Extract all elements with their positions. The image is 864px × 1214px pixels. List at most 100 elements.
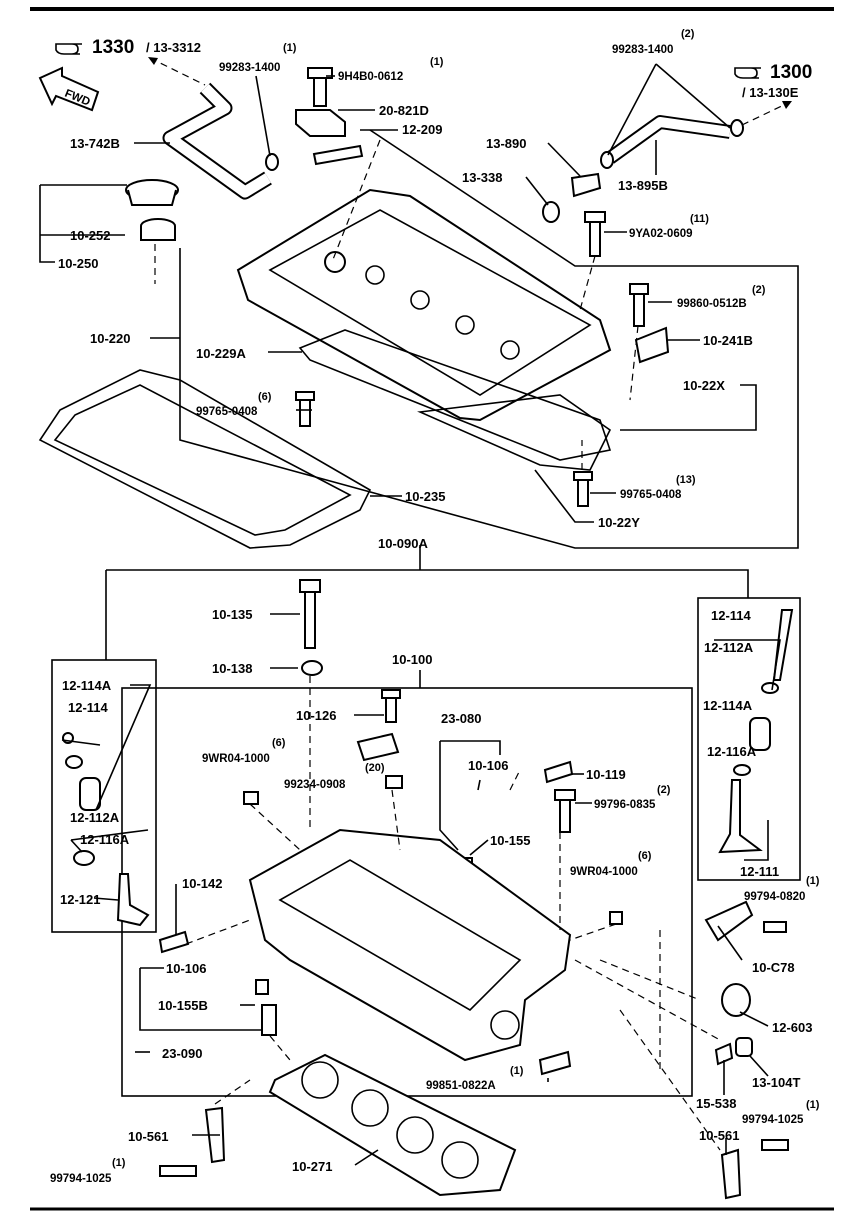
cylinder-head-10-100[interactable]	[248, 828, 572, 1062]
retainer-12-114A[interactable]	[65, 755, 83, 769]
grommet-13-338[interactable]	[542, 201, 560, 223]
label-10-100[interactable]: 10-100	[392, 652, 432, 667]
exhaust-valve-12-111[interactable]	[718, 779, 763, 854]
label-10-22Y[interactable]: 10-22Y	[598, 515, 640, 530]
label-10-C78[interactable]: 10-C78	[752, 960, 795, 975]
label-20-821D[interactable]: 20-821D	[379, 103, 429, 118]
label-10-250[interactable]: 10-250	[58, 256, 98, 271]
label-10-135[interactable]: 10-135	[212, 607, 252, 622]
label-12-114A-l[interactable]: 12-114A	[62, 678, 112, 693]
label-12-112A-r[interactable]: 12-112A	[704, 640, 754, 655]
label-13-104T[interactable]: 13-104T	[752, 1075, 800, 1090]
label-10-106-a[interactable]: 10-106	[468, 758, 508, 773]
label-12-209[interactable]: 12-209	[402, 122, 442, 137]
label-12-116A-r[interactable]: 12-116A	[707, 744, 757, 759]
label-10-22X[interactable]: 10-22X	[683, 378, 725, 393]
label-99283-1400-a[interactable]: 99283-1400	[219, 62, 280, 74]
label-23-080[interactable]: 23-080	[441, 711, 481, 726]
ref-1330[interactable]: 1330 / 13-3312	[55, 37, 201, 58]
label-10-561-r[interactable]: 10-561	[699, 1128, 739, 1143]
intake-valve-12-121[interactable]	[116, 873, 150, 927]
clamp-99283-1400-a[interactable]	[600, 151, 614, 169]
label-13-890[interactable]: 13-890	[486, 136, 526, 151]
plug-9WR04-1000-a[interactable]	[243, 791, 259, 805]
seal-r[interactable]	[733, 764, 751, 776]
hanger-10-561-r[interactable]	[720, 1148, 742, 1200]
label-99794-1025-r[interactable]: 99794-1025	[742, 1114, 804, 1126]
label-12-112A-l[interactable]: 12-112A	[70, 810, 120, 825]
label-99794-1025-l[interactable]: 99794-1025	[50, 1173, 112, 1185]
label-12-121[interactable]: 12-121	[60, 892, 100, 907]
bracket-10-241B[interactable]	[634, 326, 670, 364]
label-13-895B[interactable]: 13-895B	[618, 178, 668, 193]
cam-cap[interactable]	[356, 732, 400, 762]
stud-10-119[interactable]	[543, 760, 574, 784]
gasket-10-22Y[interactable]	[417, 394, 612, 471]
cover-gasket-10-235[interactable]	[38, 369, 372, 549]
label-13-338[interactable]: 13-338	[462, 170, 502, 185]
label-10-561-l[interactable]: 10-561	[128, 1129, 168, 1144]
label-99283-1400-b[interactable]: 99283-1400	[612, 44, 673, 56]
plug-9WR04-1000-b[interactable]	[609, 911, 623, 925]
label-99234-0908[interactable]: 99234-0908	[284, 779, 346, 791]
cylinder-head-cover[interactable]	[236, 188, 612, 422]
gasket-10-229A[interactable]	[298, 329, 612, 461]
label-13-742B[interactable]: 13-742B	[70, 136, 120, 151]
label-10-106-b[interactable]: 10-106	[166, 961, 206, 976]
label-12-114A-r[interactable]: 12-114A	[703, 698, 753, 713]
label-23-090[interactable]: 23-090	[162, 1046, 202, 1061]
label-10-271[interactable]: 10-271	[292, 1159, 332, 1174]
label-99794-0820[interactable]: 99794-0820	[744, 891, 805, 903]
label-99860-0512B[interactable]: 99860-0512B	[677, 298, 747, 310]
bolt-99794-0820[interactable]	[763, 921, 787, 933]
bolt-99796-0835[interactable]	[559, 795, 571, 833]
bolt-99860-0512B[interactable]	[633, 289, 645, 327]
washer-10-138[interactable]	[301, 660, 323, 676]
clamp-15-538[interactable]	[714, 1042, 734, 1066]
label-10-090A[interactable]: 10-090A	[378, 536, 428, 551]
label-10-142[interactable]: 10-142	[182, 876, 222, 891]
ref-1300[interactable]: 1300 / 13-130E	[734, 62, 812, 100]
bracket-20-821D[interactable]	[295, 109, 346, 137]
seal-12-116A[interactable]	[73, 850, 95, 866]
bolt-99794-1025-l[interactable]	[159, 1165, 197, 1177]
bolt-99765-0408-b[interactable]	[577, 477, 589, 507]
bolt-99794-1025-r[interactable]	[761, 1139, 789, 1151]
label-15-538[interactable]: 15-538	[696, 1096, 736, 1111]
label-10-119[interactable]: 10-119	[586, 767, 626, 782]
clamp-99283-1400-b[interactable]	[730, 119, 744, 137]
label-12-603[interactable]: 12-603	[772, 1020, 812, 1035]
valve-spring-12-112A[interactable]	[79, 777, 101, 811]
label-10-241B[interactable]: 10-241B	[703, 333, 753, 348]
label-9WR04-1000-a[interactable]: 9WR04-1000	[202, 753, 270, 765]
bolt-99765-0408-a[interactable]	[299, 397, 311, 427]
label-99851-0822A[interactable]: 99851-0822A	[426, 1080, 496, 1092]
head-gasket-10-271[interactable]	[268, 1053, 517, 1197]
label-12-116A-l[interactable]: 12-116A	[80, 832, 130, 847]
valve-spring-r[interactable]	[749, 717, 771, 751]
label-10-229A[interactable]: 10-229A	[196, 346, 246, 361]
stud-99851-0822A[interactable]	[538, 1050, 572, 1076]
head-bolt-10-135[interactable]	[304, 589, 316, 649]
label-9H4B0-0612[interactable]: 9H4B0-0612	[338, 71, 403, 83]
bolt-99234-0908[interactable]	[385, 775, 403, 789]
bolt-9YA02-0609[interactable]	[589, 217, 601, 257]
valve-keeper-12-114-r[interactable]	[772, 609, 794, 681]
label-12-209[interactable]	[312, 144, 364, 166]
label-10-235[interactable]: 10-235	[405, 489, 445, 504]
lash-adjuster-10-155B[interactable]	[255, 979, 269, 995]
hydraulic-lifter-23-090[interactable]	[261, 1004, 277, 1036]
bracket-10-C78[interactable]	[704, 900, 754, 942]
seal-12-603[interactable]	[721, 983, 751, 1017]
clamp-99283-1400-left[interactable]	[265, 153, 279, 171]
label-9WR04-1000-b[interactable]: 9WR04-1000	[570, 866, 638, 878]
label-9YA02-0609[interactable]: 9YA02-0609	[629, 228, 693, 240]
label-10-155B[interactable]: 10-155B	[158, 998, 208, 1013]
label-12-114-l[interactable]: 12-114	[68, 700, 109, 715]
label-10-126[interactable]: 10-126	[296, 708, 336, 723]
dowel-10-142[interactable]	[158, 930, 190, 954]
label-10-220[interactable]: 10-220	[90, 331, 130, 346]
hose-13-104T[interactable]	[735, 1037, 753, 1057]
label-99796-0835[interactable]: 99796-0835	[594, 799, 656, 811]
pcv-valve-13-890[interactable]	[570, 172, 602, 198]
